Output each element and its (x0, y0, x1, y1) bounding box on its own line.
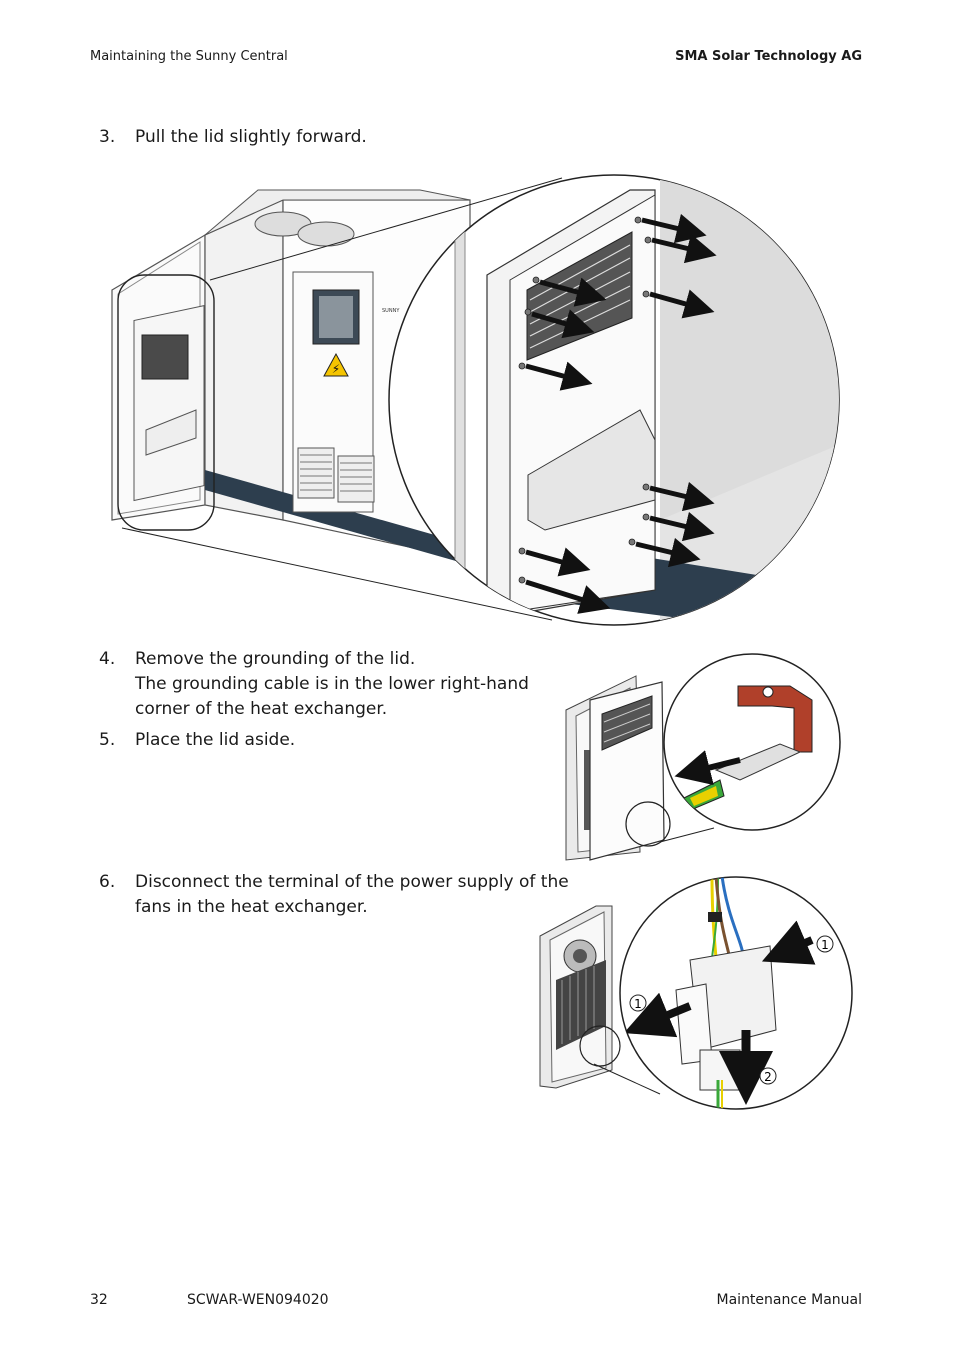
callout-1-left: 1 (634, 997, 642, 1011)
doc-type: Maintenance Manual (716, 1292, 862, 1308)
step-text: corner of the heat exchanger. (135, 699, 388, 719)
step-text: fans in the heat exchanger. (135, 897, 368, 917)
cabinet-brand: SUNNY (382, 308, 400, 314)
step-text: Place the lid aside. (135, 730, 296, 750)
header-left: Maintaining the Sunny Central (90, 49, 288, 64)
page-number: 32 (90, 1292, 108, 1308)
step-number: 6. (99, 872, 116, 892)
callout-1-right: 1 (821, 938, 829, 952)
step-text: Pull the lid slightly forward. (135, 127, 367, 147)
step-number: 5. (99, 730, 116, 750)
step-text: Disconnect the terminal of the power sup… (135, 872, 569, 892)
step-text: The grounding cable is in the lower righ… (135, 674, 529, 694)
warning-sign-icon (323, 352, 349, 377)
step-number: 3. (99, 127, 116, 147)
doc-code: SCWAR-WEN094020 (187, 1292, 329, 1308)
callout-2: 2 (764, 1070, 772, 1084)
step-number: 4. (99, 649, 116, 669)
step-text: Remove the grounding of the lid. (135, 649, 416, 669)
header-right: SMA Solar Technology AG (675, 49, 862, 64)
svg-text:⚡: ⚡ (332, 362, 340, 376)
